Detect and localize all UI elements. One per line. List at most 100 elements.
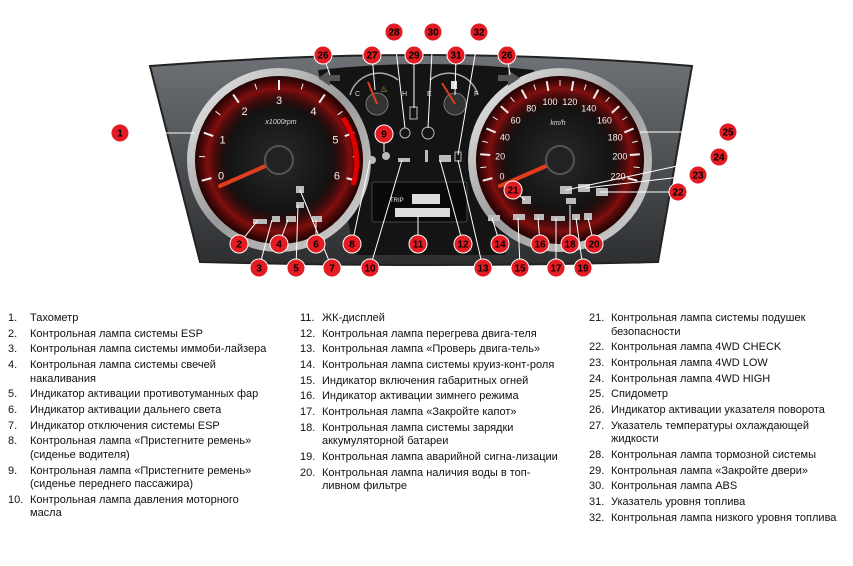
gauge-tick (318, 93, 326, 104)
callout-marker: 30 (423, 22, 443, 42)
callout-circle (446, 45, 466, 65)
airbag-icon (522, 196, 531, 204)
legend-number: 29. (589, 464, 605, 477)
callout-marker: 7 (322, 258, 342, 278)
legend-text: ЖК-дисплей (322, 312, 385, 324)
callout-number: 4 (276, 240, 282, 251)
callout-number: 31 (450, 51, 462, 62)
gauge-tick (592, 89, 600, 100)
legend-item: 30.Контрольная лампа ABS (589, 480, 847, 494)
legend-item: 26.Индикатор активации указателя поворот… (589, 404, 847, 418)
legend-number: 31. (589, 495, 605, 508)
legend-number: 3. (8, 343, 18, 356)
callout-marker: 19 (573, 258, 593, 278)
legend-number: 9. (8, 464, 18, 477)
legend-item: 24.Контрольная лампа 4WD HIGH (589, 373, 847, 387)
gauge-tick (623, 127, 634, 134)
callout-marker: 1 (110, 123, 130, 143)
callout-marker: 27 (362, 45, 382, 65)
lcd-trip-label: TRIP (390, 198, 404, 204)
callout-number: 27 (366, 51, 378, 62)
callout-circle (453, 234, 473, 254)
callout-number: 28 (388, 28, 400, 39)
gauge-tick (570, 80, 575, 92)
legend-item: 27.Указатель температуры охлаждающей жид… (589, 420, 847, 447)
callout-marker: 11 (408, 234, 428, 254)
legend-item: 19.Контрольная лампа аварийной сигна-лиз… (300, 451, 562, 465)
callout-number: 20 (588, 240, 600, 251)
legend-number: 6. (8, 403, 18, 416)
callout-number: 7 (329, 264, 335, 275)
legend-number: 26. (589, 403, 605, 416)
legend-text: Контрольная лампа системы зарядки аккуму… (322, 421, 514, 448)
legend-text: Контрольная лампа низкого уровня топлива (611, 511, 837, 524)
callout-marker: 3 (249, 258, 269, 278)
gauge-tick (520, 89, 528, 100)
legend-item: 2. Контрольная лампа системы ESP (8, 328, 270, 342)
legend-number: 2. (8, 327, 18, 340)
gauge-number: 3 (276, 95, 282, 107)
seatbelt-passenger-icon (382, 152, 390, 160)
callout-leader (439, 159, 464, 245)
callout-marker: 15 (510, 258, 530, 278)
callout-circle (573, 258, 593, 278)
legend-text: Индикатор активации зимнего режима (322, 390, 519, 403)
legend-number: 13. (300, 343, 316, 356)
gauge-tick (605, 96, 610, 103)
legend-text: Контрольная лампа системы иммоби-лайзера (30, 343, 267, 356)
legend-item: 23. Контрольная лампа 4WD LOW (589, 357, 847, 371)
callout-leader (457, 31, 480, 156)
legend-number: 16. (300, 390, 316, 403)
legend-text: Контрольная лампа «Пристегните ремень» (… (30, 464, 252, 491)
callout-marker: 2 (229, 234, 249, 254)
legend-number: 11. (300, 312, 315, 324)
fuel-full-label: F (474, 91, 478, 98)
gauge-tick (482, 140, 489, 144)
coolant-temp-icon: ♨ (380, 84, 388, 94)
callout-marker: 8 (342, 234, 362, 254)
legend-number: 23. (589, 356, 605, 369)
callout-marker: 16 (530, 234, 550, 254)
turn-signal-right-icon (498, 70, 520, 86)
callout-marker: 9 (374, 124, 394, 144)
callout-marker: 29 (404, 45, 424, 65)
center-lamps (368, 150, 451, 164)
callout-leader (584, 174, 699, 189)
legend-text: Индикатор активации противотуманных фар (30, 388, 259, 401)
4wd-low-icon (578, 184, 590, 192)
battery-icon (566, 198, 576, 204)
legend-text: Контрольная лампа 4WD LOW (611, 356, 768, 369)
legend-text: Контрольная лампа системы круиз-конт-рол… (322, 359, 555, 372)
legend-item: 10.Контрольная лампа давления моторного … (8, 494, 270, 521)
gauge-tick (480, 166, 487, 169)
check-engine-icon (439, 155, 451, 162)
callout-circle (286, 258, 306, 278)
hazard-icon (572, 214, 580, 220)
callout-number: 14 (494, 240, 506, 251)
gauge-tick (232, 93, 240, 104)
gauge-tick (300, 83, 304, 90)
gauge-number: 40 (500, 132, 510, 142)
legend-text: Контрольная лампа наличия воды в топ-лив… (322, 466, 531, 493)
gauge-number: 6 (334, 171, 340, 183)
callout-number: 23 (692, 171, 704, 182)
temp-cold-label: C (355, 91, 360, 98)
legend-item: 6.Индикатор активации дальнего света (8, 404, 270, 418)
speed-hub (545, 145, 575, 175)
callout-number: 25 (722, 128, 734, 139)
gauge-tick (545, 80, 550, 92)
legend-text: Контрольная лампа 4WD CHECK (611, 341, 782, 354)
callout-leader (457, 159, 484, 269)
callout-number: 5 (293, 264, 299, 275)
callout-marker: 22 (668, 182, 688, 202)
legend-text: Контрольная лампа системы ESP (30, 327, 203, 340)
callout-circle (306, 234, 326, 254)
callout-leaders (120, 31, 728, 269)
gauge-tick (629, 153, 640, 157)
callout-circle (469, 22, 489, 42)
callout-number: 21 (507, 186, 519, 197)
